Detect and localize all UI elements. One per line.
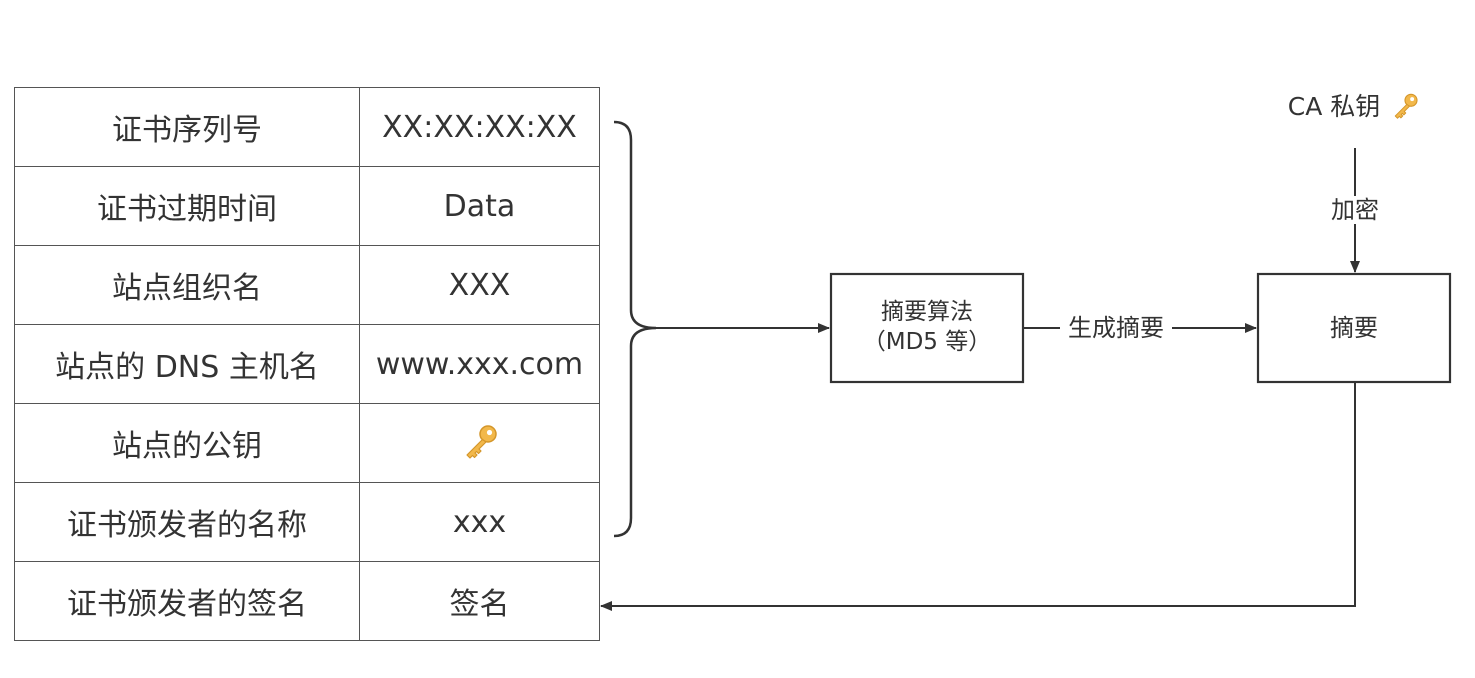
field-value: XX:XX:XX:XX [359, 87, 600, 167]
ca-private-key-label: CA 私钥 [1287, 92, 1381, 121]
table-row: 站点组织名 XXX [14, 245, 600, 325]
table-row: 证书序列号 XX:XX:XX:XX [14, 87, 600, 167]
field-value-key [359, 403, 600, 483]
table-row: 证书颁发者的签名 签名 [14, 561, 600, 641]
field-value: www.xxx.com [359, 324, 600, 404]
digest-label: 摘要 [1330, 314, 1378, 342]
field-name: 证书序列号 [14, 87, 360, 167]
key-icon [465, 425, 497, 459]
digest-box [1256, 272, 1452, 384]
digest-algorithm-title: 摘要算法 [881, 299, 973, 325]
field-name: 证书颁发者的名称 [14, 482, 360, 562]
table-row: 证书颁发者的名称 xxx [14, 482, 600, 562]
field-name: 证书颁发者的签名 [14, 561, 360, 641]
grouping-brace [613, 120, 657, 538]
arrow-to-signature [600, 382, 1356, 611]
generate-digest-label: 生成摘要 [1060, 314, 1172, 342]
field-value: XXX [359, 245, 600, 325]
digest-algorithm-label: 摘要算法 （MD5 等） [831, 297, 1023, 357]
field-value: 签名 [359, 561, 600, 641]
certificate-fields-table: 证书序列号 XX:XX:XX:XX 证书过期时间 Data 站点组织名 XXX … [14, 87, 600, 641]
digest-algorithm-subtitle: （MD5 等） [862, 329, 992, 355]
field-name: 证书过期时间 [14, 166, 360, 246]
field-name: 站点的公钥 [14, 403, 360, 483]
field-value: xxx [359, 482, 600, 562]
encrypt-label: 加密 [1325, 196, 1385, 224]
table-row: 站点的公钥 [14, 403, 600, 483]
key-icon [1394, 93, 1418, 119]
